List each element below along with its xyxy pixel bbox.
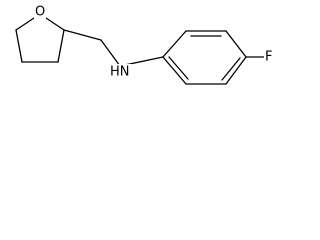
tetrahydrofuran-ring [15, 13, 65, 63]
methylene-linker [63, 29, 121, 67]
amine-label-bg [108, 64, 132, 79]
fluorine-atom-label: F [265, 50, 272, 65]
ring-bond-c4-c5 [15, 29, 23, 63]
bond-ch2-n [100, 39, 121, 67]
aryl-double-bond-right [221, 57, 241, 81]
aryl-bond-6 [162, 56, 187, 85]
oxygen-label-bg [34, 5, 46, 19]
fluorine-label-bg [264, 49, 276, 64]
aryl-bond-4 [225, 56, 247, 85]
bond-c2-ch2 [63, 29, 102, 41]
aryl-bond-1 [162, 30, 187, 58]
oxygen-atom-label: O [35, 5, 45, 20]
molecule-structure-diagram: O HN F [15, 5, 276, 85]
aryl-double-bond-left [168, 56, 189, 80]
aryl-bond-3 [225, 30, 247, 58]
ring-bond-c2-c3 [57, 29, 65, 63]
benzene-ring [162, 30, 247, 85]
amine-atom-label: HN [110, 65, 130, 80]
